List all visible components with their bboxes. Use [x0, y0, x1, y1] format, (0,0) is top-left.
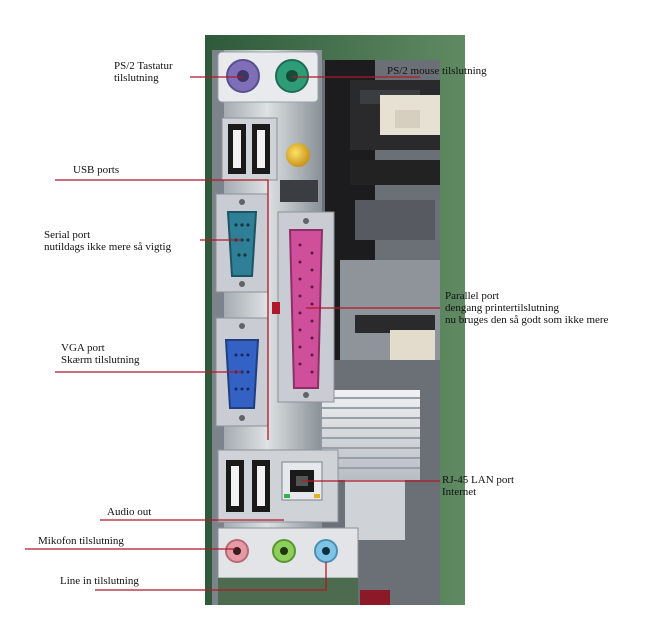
label-ps2-keyboard-line1: PS/2 Tastatur — [114, 60, 173, 72]
label-ps2-mouse-line1: PS/2 mouse tilslutning — [387, 65, 487, 77]
heatsink — [320, 390, 420, 540]
label-ps2-keyboard: PS/2 Tastatur tilslutning — [114, 60, 173, 84]
audio-block — [217, 527, 390, 605]
label-ps2-keyboard-line2: tilslutning — [114, 72, 159, 84]
leader-lines — [25, 76, 440, 591]
vga-port-icon — [224, 339, 260, 409]
serial-port — [215, 193, 269, 293]
label-usb-line1: USB ports — [73, 164, 120, 176]
usb-upper-pair — [221, 117, 318, 202]
label-audio-out: Audio out — [107, 506, 151, 518]
label-parallel-line2: dengang printertilslutning — [445, 302, 559, 314]
label-lan-line2: Internet — [442, 486, 477, 498]
label-parallel-line1: Parallel port — [445, 290, 500, 302]
label-vga-line1: VGA port — [61, 342, 105, 354]
usb-lan-block — [217, 449, 339, 523]
label-vga: VGA port Skærm tilslutning — [61, 342, 140, 366]
label-parallel-line3: nu bruges den så godt som ikke mere — [445, 314, 609, 326]
label-parallel: Parallel port dengang printertilslutning… — [445, 290, 608, 326]
label-vga-line2: Skærm tilslutning — [61, 354, 140, 366]
leader-line-usb — [55, 179, 269, 440]
label-mic: Mikofon tilslutning — [38, 535, 124, 547]
label-ps2-mouse: PS/2 mouse tilslutning — [387, 65, 487, 77]
label-audio-out-line1: Audio out — [107, 506, 152, 518]
label-mic-line1: Mikofon tilslutning — [38, 535, 124, 547]
label-lan-line1: RJ-45 LAN port — [442, 474, 515, 486]
label-line-in-line1: Line in tilslutning — [60, 575, 139, 587]
label-usb: USB ports — [73, 164, 119, 176]
ps2-block — [217, 51, 319, 103]
label-serial-line2: nutildags ikke mere så vigtig — [44, 241, 172, 253]
label-line-in: Line in tilslutning — [60, 575, 139, 587]
parallel-port-icon — [288, 229, 324, 389]
label-lan: RJ-45 LAN port Internet — [442, 474, 514, 498]
board-background — [205, 35, 465, 605]
label-serial: Serial port nutildags ikke mere så vigti… — [44, 229, 171, 253]
leader-line-line-in — [95, 562, 327, 591]
parallel-port — [272, 211, 335, 403]
label-serial-line1: Serial port — [44, 229, 91, 241]
serial-port-icon — [226, 211, 258, 277]
